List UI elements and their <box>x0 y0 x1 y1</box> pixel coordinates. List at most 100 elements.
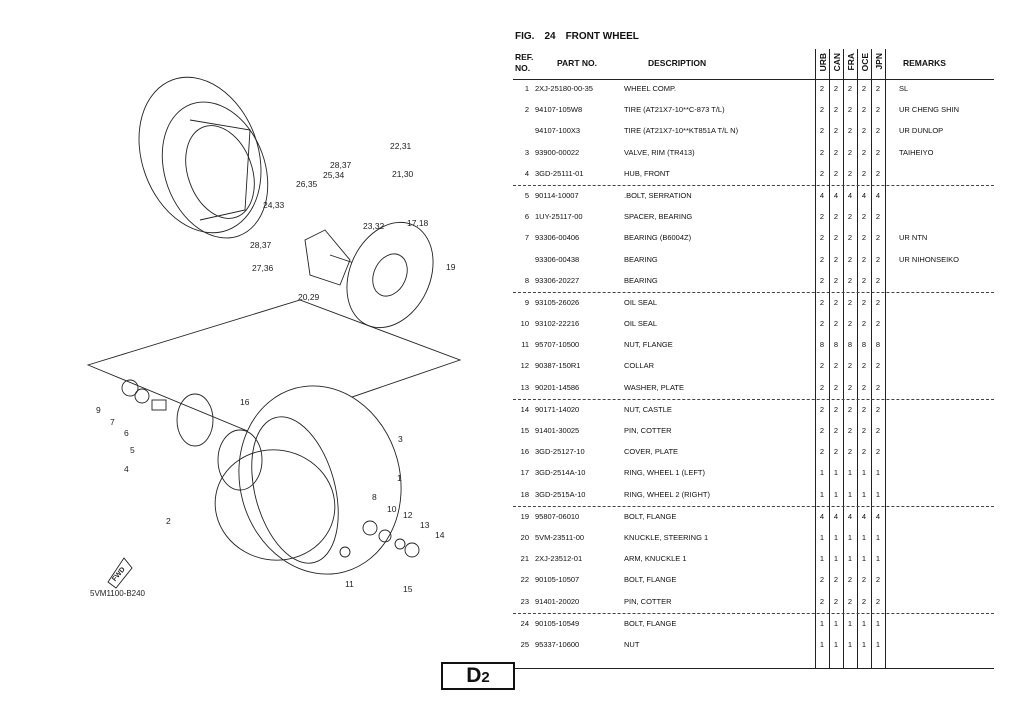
part-number: 1UY-25117-00 <box>535 212 583 222</box>
ref-number: 21 <box>520 554 529 564</box>
quantity-cell: 2 <box>875 105 881 115</box>
ref-number: 11 <box>521 340 529 350</box>
quantity-cell: 2 <box>819 575 825 585</box>
ref-number: 18 <box>520 489 529 499</box>
quantity-cell: 2 <box>861 361 867 371</box>
quantity-cell: 2 <box>819 212 825 222</box>
callout-label: 26,35 <box>296 179 318 189</box>
quantity-cell: 1 <box>819 639 825 649</box>
quantity-cell: 2 <box>847 105 853 115</box>
quantity-cell: 2 <box>875 297 881 307</box>
ref-number: 5 <box>524 190 529 200</box>
callout-label: 6 <box>124 428 129 438</box>
quantity-cell: 2 <box>833 105 839 115</box>
quantity-cell: 1 <box>847 532 853 542</box>
part-number: 91401-30025 <box>535 426 580 435</box>
part-description: BEARING (B6004Z) <box>624 233 692 243</box>
part-description: TIRE (AT21X7-10**KT851A T/L N) <box>624 126 739 136</box>
remarks-cell: UR NTN <box>899 233 928 243</box>
quantity-cell: 2 <box>833 84 839 93</box>
part-description: COVER, PLATE <box>624 447 679 457</box>
quantity-cell: 2 <box>861 426 867 435</box>
quantity-cell: 2 <box>875 168 881 178</box>
part-description: RING, WHEEL 2 (RIGHT) <box>624 489 710 499</box>
quantity-cell: 8 <box>861 340 867 350</box>
ref-number: 8 <box>524 275 529 285</box>
figure-label: FIG. <box>515 31 535 42</box>
ref-number: 19 <box>520 511 529 521</box>
quantity-cell: 2 <box>847 575 853 585</box>
quantity-cell: 1 <box>819 618 825 628</box>
ref-number: 16 <box>520 447 529 457</box>
callout-label: 12 <box>403 510 413 520</box>
callout-label: 8 <box>372 492 377 502</box>
quantity-cell: 1 <box>847 554 853 564</box>
header-code: OCE <box>860 53 870 72</box>
header-part-no: PART NO. <box>557 58 597 68</box>
fwd-label: FWD <box>111 566 127 583</box>
quantity-cell: 2 <box>861 447 867 457</box>
quantity-cell: 2 <box>847 254 853 264</box>
quantity-cell: 2 <box>833 233 839 243</box>
part-number: 95337-10600 <box>535 639 580 649</box>
quantity-cell: 2 <box>875 404 881 414</box>
quantity-cell: 2 <box>861 382 867 392</box>
remarks-cell: TAIHEIYO <box>899 147 934 157</box>
quantity-cell: 2 <box>819 254 825 264</box>
ref-number: 13 <box>520 382 529 392</box>
part-number: 95807-06010 <box>535 511 580 521</box>
quantity-cell: 2 <box>847 426 853 435</box>
callout-label: 11 <box>345 579 354 589</box>
part-number: 3GD-25127-10 <box>535 447 585 457</box>
quantity-cell: 4 <box>861 511 867 521</box>
quantity-cell: 1 <box>861 618 867 628</box>
quantity-cell: 2 <box>833 168 839 178</box>
callout-label: 21,30 <box>392 169 414 179</box>
quantity-cell: 1 <box>875 532 881 542</box>
ref-number: 3 <box>524 147 529 157</box>
part-description: PIN, COTTER <box>624 426 672 435</box>
callout-label: 13 <box>420 520 430 530</box>
callout-label: 24,33 <box>263 200 285 210</box>
quantity-cell: 2 <box>819 275 825 285</box>
callout-label: 28,37 <box>330 160 352 170</box>
quantity-cell: 2 <box>861 147 867 157</box>
quantity-cell: 2 <box>833 404 839 414</box>
callout-label: 2 <box>166 516 171 526</box>
quantity-cell: 2 <box>833 297 839 307</box>
quantity-cell: 2 <box>861 254 867 264</box>
callout-label: 15 <box>403 584 413 594</box>
callout-label: 16 <box>240 397 250 407</box>
header-code: JPN <box>874 53 884 70</box>
ref-number: 20 <box>520 532 529 542</box>
quantity-cell: 1 <box>875 489 881 499</box>
quantity-cell: 1 <box>819 489 825 499</box>
quantity-cell: 4 <box>875 190 881 200</box>
quantity-cell: 2 <box>847 447 853 457</box>
page-number: 2 <box>481 669 490 686</box>
part-number: 3GD-2514A-10 <box>535 468 586 478</box>
quantity-cell: 4 <box>847 511 853 521</box>
part-description: HUB, FRONT <box>624 168 670 178</box>
quantity-cell: 2 <box>875 254 881 264</box>
page-number-box: D2 <box>441 662 515 690</box>
header-code: URB <box>818 53 828 72</box>
figure-number: 24 <box>544 31 556 42</box>
quantity-cell: 1 <box>861 489 867 499</box>
ref-number: 24 <box>520 618 529 628</box>
